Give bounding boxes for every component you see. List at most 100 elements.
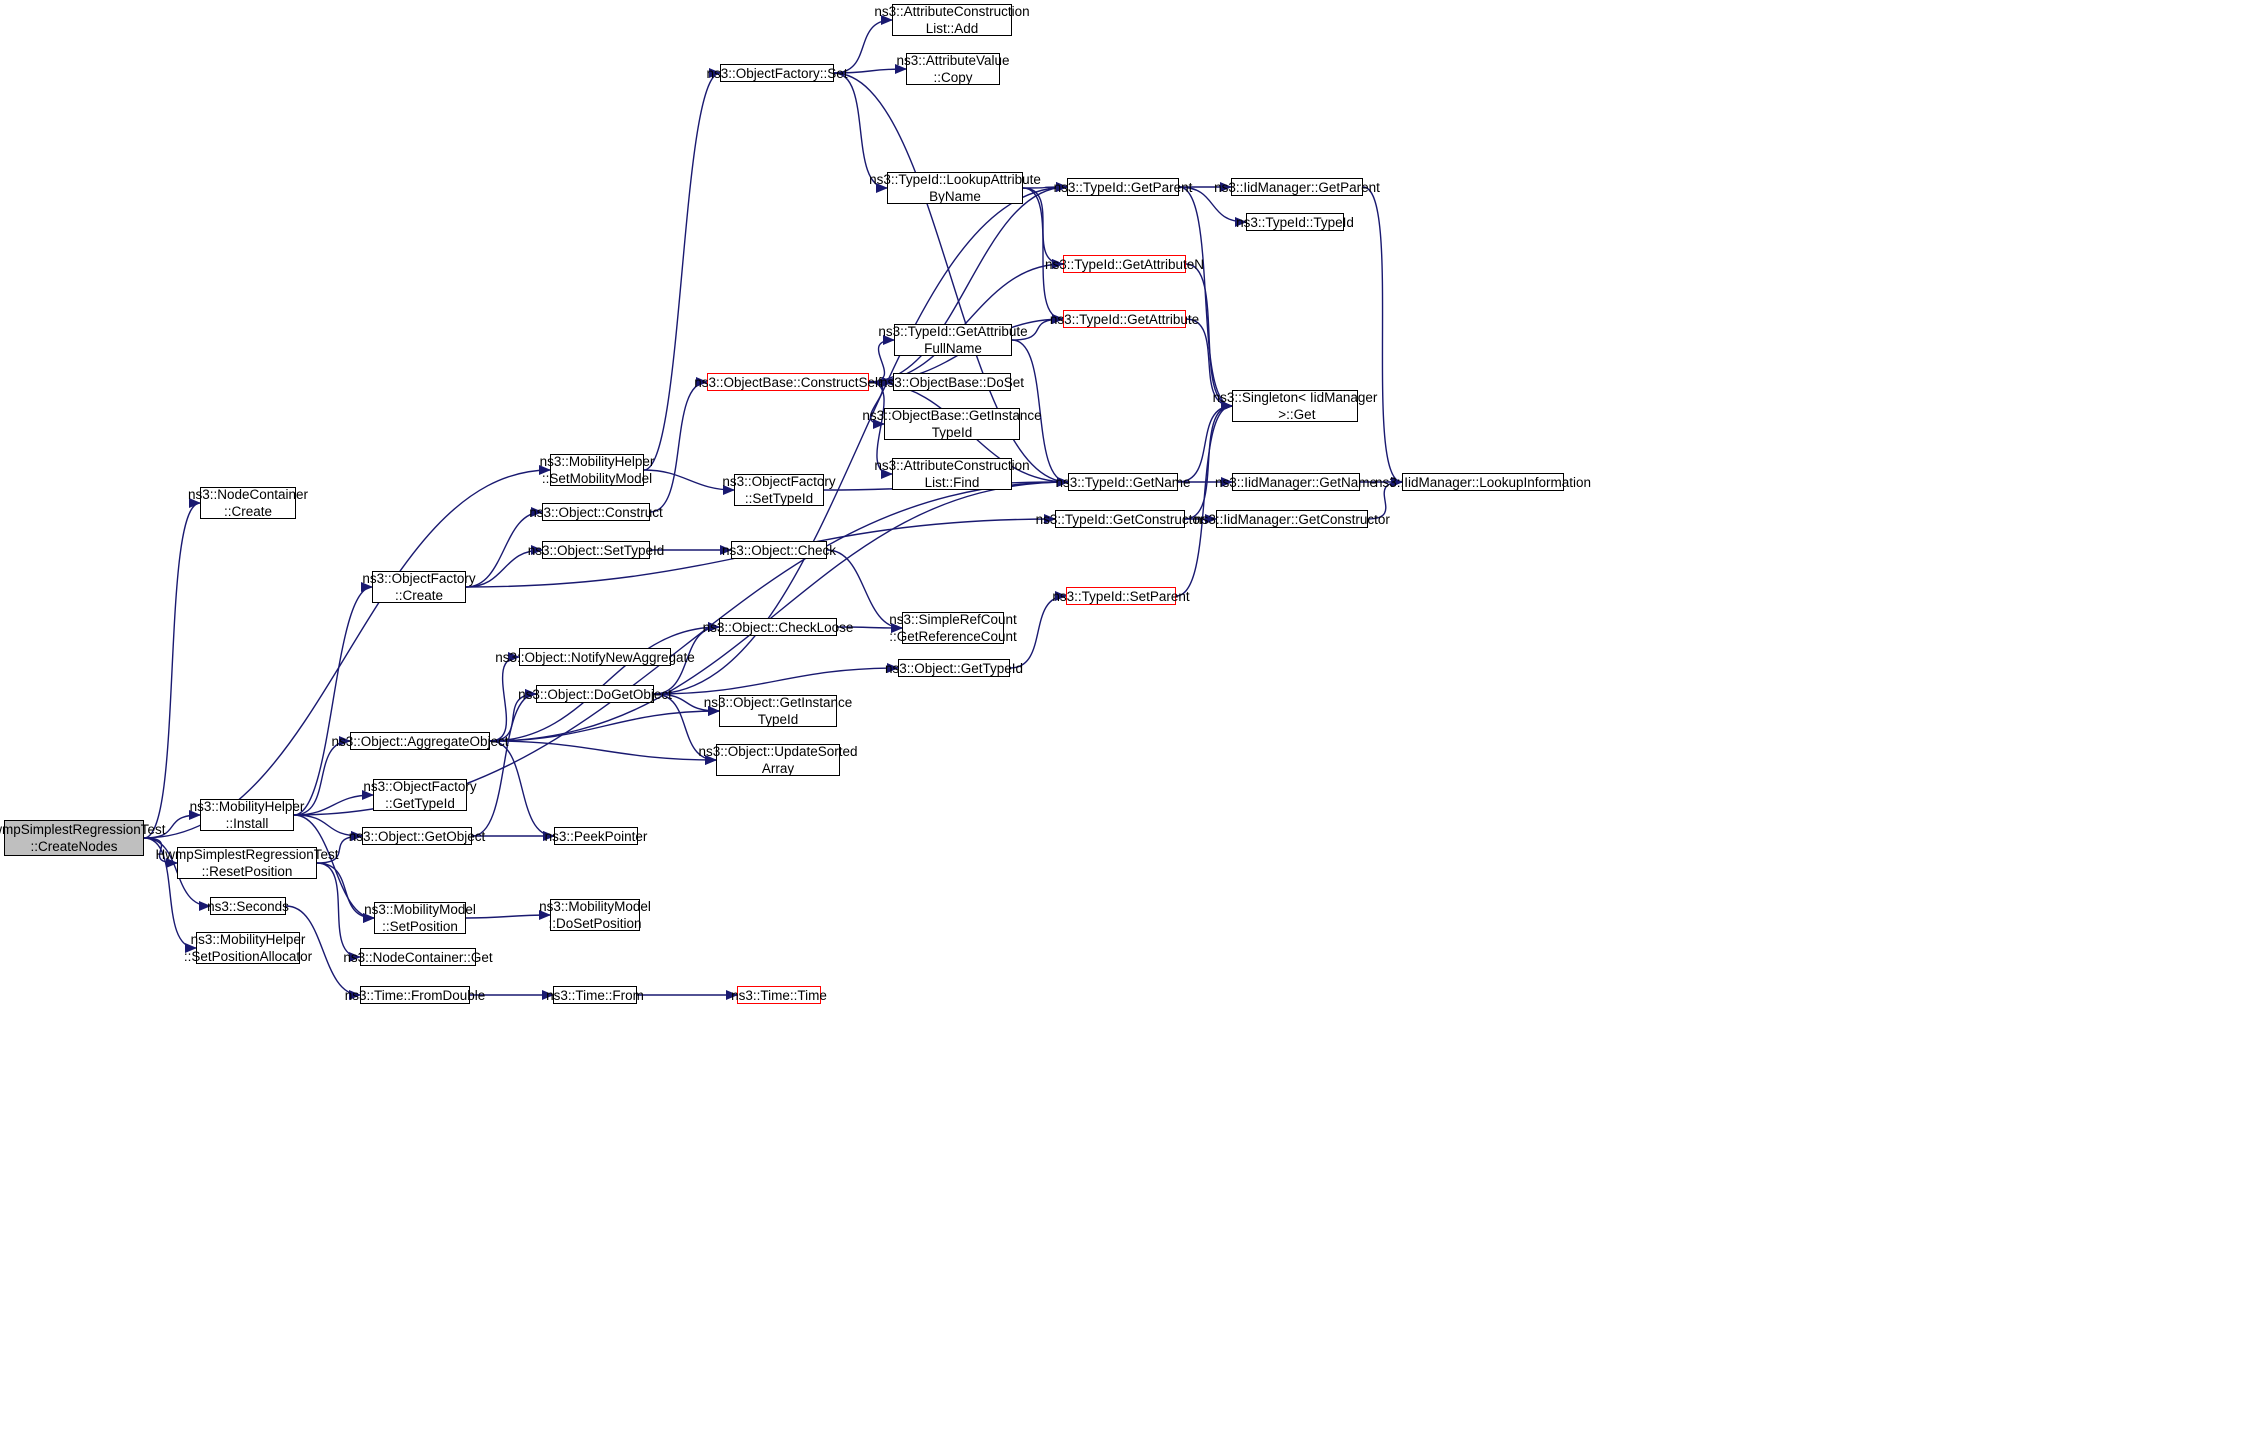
node-obj-get-object[interactable]: ns3::Object::GetObject <box>349 827 485 845</box>
node-av-copy[interactable]: ns3::AttributeValue::Copy <box>896 53 1010 85</box>
node-label-line: ns3::TypeId::GetAttribute <box>878 324 1028 339</box>
node-label-line: ::SetMobilityModel <box>541 471 653 486</box>
node-nc-create[interactable]: ns3::NodeContainer::Create <box>188 487 308 519</box>
node-mm-set-pos[interactable]: ns3::MobilityModel::SetPosition <box>364 902 476 934</box>
node-obj-check[interactable]: ns3::Object::Check <box>722 541 836 559</box>
node-iid-lookup[interactable]: ns3::IidManager::LookupInformation <box>1375 473 1591 491</box>
node-ob-do-set[interactable]: ns3::ObjectBase::DoSet <box>880 373 1024 391</box>
node-tid-set-parent[interactable]: ns3::TypeId::SetParent <box>1052 587 1190 605</box>
node-src-get-ref[interactable]: ns3::SimpleRefCount::GetReferenceCount <box>889 612 1017 644</box>
node-label-line: ns3::AttributeValue <box>896 53 1010 68</box>
node-label-line: List::Find <box>924 475 980 490</box>
node-mh-set-mob[interactable]: ns3::MobilityHelper::SetMobilityModel <box>540 454 654 486</box>
edge-objAggregate-to-objCheckLoose <box>489 622 720 742</box>
node-label-line: FullName <box>924 341 982 356</box>
node-seconds[interactable]: ns3::Seconds <box>207 897 289 915</box>
node-obj-construct[interactable]: ns3::Object::Construct <box>529 503 663 521</box>
node-label-line: ns3::TypeId::GetConstructor <box>1035 511 1205 527</box>
node-iid-get-parent[interactable]: ns3::IidManager::GetParent <box>1214 178 1380 196</box>
node-tid-get-attr[interactable]: ns3::TypeId::GetAttribute <box>1050 310 1199 328</box>
node-label-line: ns3::Object::SetTypeId <box>527 542 665 558</box>
node-root[interactable]: HwmpSimplestRegressionTest::CreateNodes <box>0 820 166 856</box>
edge-objGetObject-to-objDoGetObject <box>471 689 537 837</box>
node-label-line: ns3::ObjectBase::DoSet <box>879 374 1025 390</box>
node-label-line: ns3::MobilityHelper <box>190 932 306 947</box>
node-label-line: ns3::IidManager::GetConstructor <box>1194 511 1390 527</box>
edge-mhSetMob-to-ofSet <box>643 68 721 471</box>
node-obj-notify-new[interactable]: ns3::Object::NotifyNewAggregate <box>495 648 695 666</box>
edge-obConstructSelf-to-obGetInstTid <box>868 381 885 429</box>
node-of-set-tid[interactable]: ns3::ObjectFactory::SetTypeId <box>722 474 836 506</box>
node-time-from-double[interactable]: ns3::Time::FromDouble <box>345 986 485 1004</box>
edge-ofCreate-to-objConstruct <box>465 507 543 588</box>
node-obj-set-tid[interactable]: ns3::Object::SetTypeId <box>528 541 664 559</box>
node-label-line: ::Create <box>394 588 444 603</box>
edge-root-to-mhSetPosAlloc <box>143 837 197 953</box>
node-label-line: ns3::ObjectFactory::Set <box>706 65 848 81</box>
node-of-set[interactable]: ns3::ObjectFactory::Set <box>706 64 848 82</box>
node-label-line: ns3::Object::Check <box>721 542 837 558</box>
node-obj-do-get-object[interactable]: ns3::Object::DoGetObject <box>518 685 672 703</box>
node-tid-type-id[interactable]: ns3::TypeId::TypeId <box>1236 213 1354 231</box>
edge-mhInstall-to-mmSetPos <box>293 814 375 923</box>
node-label-line: ::SetPosition <box>382 919 458 934</box>
edge-root-to-mhInstall <box>143 810 201 839</box>
node-label-line: ns3::Object::NotifyNewAggregate <box>495 649 695 665</box>
node-label-line: ns3::ObjectFactory <box>363 779 477 794</box>
node-mh-set-pos-alloc[interactable]: ns3::MobilityHelper::SetPositionAllocato… <box>184 932 312 964</box>
edge-objAggregate-to-objNotifyNew <box>489 652 520 742</box>
edge-obConstructSelf-to-aclFind <box>868 381 893 479</box>
node-label-line: ::SetPositionAllocator <box>183 949 313 964</box>
node-of-create[interactable]: ns3::ObjectFactory::Create <box>362 571 476 603</box>
edge-mhInstall-to-ofCreate <box>293 582 373 816</box>
node-tid-get-parent[interactable]: ns3::TypeId::GetParent <box>1054 178 1192 196</box>
edge-root-to-ncCreate <box>143 498 201 839</box>
node-obj-get-tid[interactable]: ns3::Object::GetTypeId <box>885 659 1023 677</box>
edge-resetPos-to-mmSetPos <box>316 862 375 923</box>
node-tid-get-name[interactable]: ns3::TypeId::GetName <box>1055 473 1191 491</box>
edge-ofCreate-to-objSetTid <box>465 545 543 588</box>
node-label-line: List::Add <box>925 21 979 36</box>
node-obj-aggregate[interactable]: ns3::Object::AggregateObject <box>331 732 509 750</box>
node-label-line: ns3::IidManager::GetName <box>1214 474 1378 490</box>
node-label-line: ns3::MobilityHelper <box>539 454 655 469</box>
edge-objAggregate-to-objUpdateSorted <box>489 740 717 765</box>
node-ob-construct-self[interactable]: ns3::ObjectBase::ConstructSelf <box>694 373 882 391</box>
node-label-line: ns3::Time::From <box>546 987 644 1003</box>
edge-tidGetParent-to-tidTypeId <box>1178 186 1247 227</box>
node-label-line: ::Copy <box>933 70 973 85</box>
node-tid-get-attr-n[interactable]: ns3::TypeId::GetAttributeN <box>1045 255 1204 273</box>
node-obj-check-loose[interactable]: ns3::Object::CheckLoose <box>703 618 853 636</box>
node-label-line: ns3::AttributeConstruction <box>874 4 1030 19</box>
edge-objDoGetObject-to-tidGetParent <box>653 182 1068 695</box>
node-of-get-tid[interactable]: ns3::ObjectFactory::GetTypeId <box>363 779 477 811</box>
node-reset-pos[interactable]: HwmpSimplestRegressionTest::ResetPositio… <box>155 847 339 879</box>
edge-objDoGetObject-to-objGetTid <box>653 663 899 695</box>
node-label-line: ns3::TypeId::GetParent <box>1053 179 1193 195</box>
node-peek-pointer[interactable]: ns3::PeekPointer <box>545 827 647 845</box>
node-iid-get-ctor[interactable]: ns3::IidManager::GetConstructor <box>1194 510 1390 528</box>
node-singleton-get[interactable]: ns3::Singleton< IidManager >::Get <box>1213 390 1377 422</box>
node-time-from[interactable]: ns3::Time::From <box>546 986 644 1004</box>
node-iid-get-name[interactable]: ns3::IidManager::GetName <box>1215 473 1377 491</box>
node-label-line: ns3::TypeId::GetAttributeN <box>1044 256 1205 272</box>
edge-obConstructSelf-to-tidGetParent <box>868 182 1068 383</box>
node-label-line: ns3::Object::UpdateSorted <box>698 744 858 759</box>
node-label-line: ns3::Object::GetInstance <box>703 695 853 710</box>
node-time-time[interactable]: ns3::Time::Time <box>731 986 827 1004</box>
node-mm-do-set-pos[interactable]: ns3::MobilityModel::DoSetPosition <box>539 899 651 931</box>
node-tid-get-ctor[interactable]: ns3::TypeId::GetConstructor <box>1036 510 1204 528</box>
edge-objDoGetObject-to-objCheckLoose <box>653 622 720 695</box>
node-nc-get[interactable]: ns3::NodeContainer::Get <box>343 948 493 966</box>
node-mh-install[interactable]: ns3::MobilityHelper::Install <box>190 799 304 831</box>
node-label-line: ns3::TypeId::LookupAttribute <box>869 172 1041 187</box>
node-label-line: ::ResetPosition <box>201 864 293 879</box>
